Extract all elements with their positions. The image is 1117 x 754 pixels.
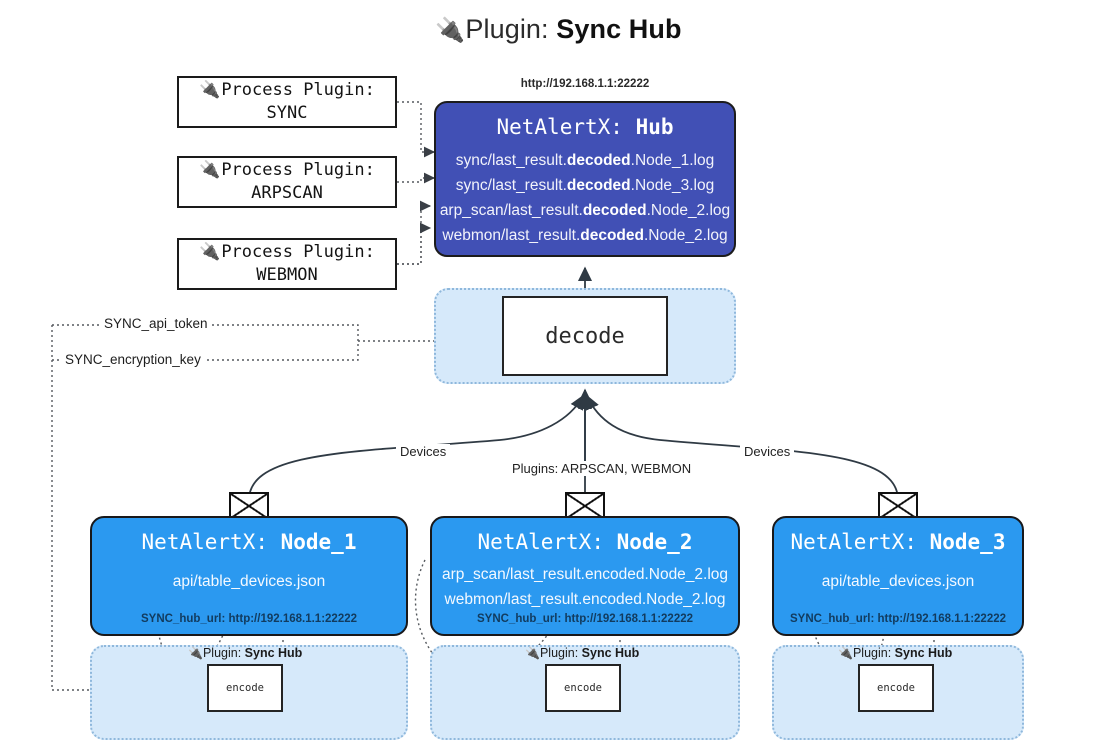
node-3[interactable]: NetAlertX: Node_3 api/table_devices.json…	[772, 516, 1024, 636]
encoder-2-caption: 🔌Plugin: Sync Hub	[525, 646, 640, 660]
node-title: NetAlertX: Node_3	[790, 530, 1006, 554]
plug-icon: 🔌	[838, 646, 853, 660]
node-payload-1: webmon/last_result.encoded.Node_2.log	[444, 590, 726, 608]
hub-file-0: sync/last_result.decoded.Node_1.log	[455, 152, 715, 169]
node-title: NetAlertX: Node_2	[477, 530, 693, 554]
node-hub-url: SYNC_hub_url: http://192.168.1.1:22222	[476, 613, 694, 625]
plug-icon: 🔌	[199, 80, 221, 101]
encoder-1-caption: 🔌Plugin: Sync Hub	[188, 646, 303, 660]
hub-node[interactable]: NetAlertX: Hub sync/last_result.decoded.…	[434, 101, 736, 257]
plug-icon: 🔌	[435, 17, 466, 44]
node-payload-0: api/table_devices.json	[172, 573, 326, 590]
hub-file-3: webmon/last_result.decoded.Node_2.log	[442, 227, 728, 245]
decode-box[interactable]: decode	[502, 296, 668, 376]
process-plugin-arpscan[interactable]: 🔌Process Plugin: ARPSCAN	[177, 156, 397, 208]
process-plugin-name: WEBMON	[256, 265, 318, 285]
hub-file-2: arp_scan/last_result.decoded.Node_2.log	[439, 202, 731, 220]
node-hub-url: SYNC_hub_url: http://192.168.1.1:22222	[789, 613, 1007, 625]
envelope-icon	[878, 492, 918, 520]
node-1[interactable]: NetAlertX: Node_1 api/table_devices.json…	[90, 516, 408, 636]
title-prefix: Plugin:	[465, 14, 557, 44]
node-payload-0: api/table_devices.json	[821, 573, 975, 590]
encode-box-1[interactable]: encode	[207, 664, 283, 712]
title-name: Sync Hub	[556, 14, 682, 44]
envelope-icon	[565, 492, 605, 520]
node-hub-url: SYNC_hub_url: http://192.168.1.1:22222	[140, 613, 358, 625]
edge-label-devices-left: Devices	[396, 444, 451, 459]
edge-label-plugins-center: Plugins: ARPSCAN, WEBMON	[508, 461, 696, 476]
secret-encryption-key-label: SYNC_encryption_key	[62, 352, 204, 367]
plug-icon: 🔌	[188, 646, 203, 660]
process-plugin-sync[interactable]: 🔌Process Plugin: SYNC	[177, 76, 397, 128]
encode-box-3[interactable]: encode	[858, 664, 934, 712]
edge-label-devices-right: Devices	[740, 444, 795, 459]
hub-title: NetAlertX: Hub	[496, 115, 674, 139]
plug-icon: 🔌	[525, 646, 540, 660]
process-plugin-title: Process Plugin:	[221, 160, 375, 181]
hub-file-1: sync/last_result.decoded.Node_3.log	[455, 177, 715, 195]
plug-icon: 🔌	[199, 160, 221, 181]
encoder-3-caption: 🔌Plugin: Sync Hub	[838, 646, 953, 660]
node-2[interactable]: NetAlertX: Node_2 arp_scan/last_result.e…	[430, 516, 740, 636]
page-title: 🔌Plugin: Sync Hub	[0, 14, 1117, 45]
hub-url-caption: http://192.168.1.1:22222	[520, 78, 650, 90]
secret-api-token-label: SYNC_api_token	[101, 316, 211, 331]
process-plugin-name: ARPSCAN	[251, 183, 323, 203]
encode-box-2[interactable]: encode	[545, 664, 621, 712]
node-payload-0: arp_scan/last_result.encoded.Node_2.log	[441, 566, 729, 583]
process-plugin-title: Process Plugin:	[221, 80, 375, 101]
node-title: NetAlertX: Node_1	[141, 530, 357, 554]
plug-icon: 🔌	[199, 242, 221, 263]
process-plugin-name: SYNC	[266, 103, 308, 123]
process-plugin-title: Process Plugin:	[221, 242, 375, 263]
process-plugin-webmon[interactable]: 🔌Process Plugin: WEBMON	[177, 238, 397, 290]
